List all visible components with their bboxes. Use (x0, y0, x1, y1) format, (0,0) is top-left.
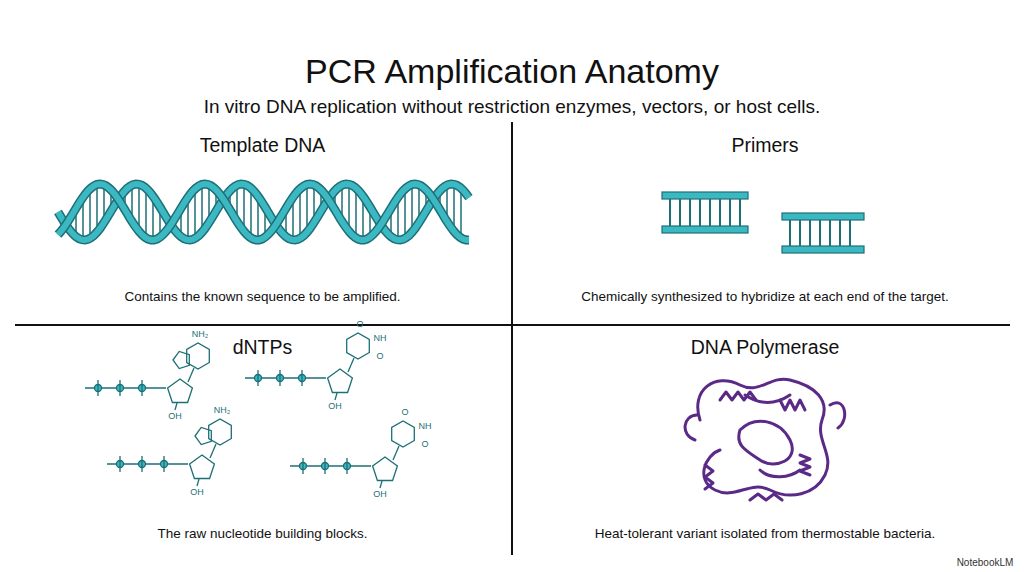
base-ring (187, 343, 210, 369)
backbone (58, 184, 469, 240)
sugar-ring (373, 457, 398, 481)
rung (799, 220, 801, 246)
panel-description: Heat-tolerant variant isolated from ther… (520, 526, 1010, 541)
sugar-ring (190, 455, 215, 479)
phosphate-bond (97, 380, 98, 396)
hydroxyl-bond (335, 393, 337, 400)
primer-rungs (670, 199, 850, 246)
divider (511, 122, 513, 555)
base-ring (173, 351, 189, 368)
base-pair (145, 188, 147, 238)
glycosidic-bond (393, 446, 399, 460)
base-pair (194, 189, 196, 239)
quadrant-panel: Template DNA Contains the known sequence … (20, 126, 505, 321)
panel-heading: Primers (520, 134, 1010, 157)
atom-label: OH (190, 487, 204, 497)
glycosidic-bond (348, 358, 354, 372)
panel-description: Chemically synthesized to hybridize at e… (520, 289, 1010, 304)
rung (819, 220, 821, 246)
rung (809, 220, 811, 246)
subtitle: In vitro DNA replication without restric… (0, 96, 1024, 118)
panel-description: The raw nucleotide building blocks. (20, 526, 505, 541)
phosphate-bond (324, 458, 325, 474)
panel-heading: Template DNA (20, 134, 505, 157)
glycosidic-bond (188, 368, 194, 382)
phosphate-bond (141, 456, 142, 472)
backbone (58, 184, 469, 240)
sugar-ring (168, 379, 193, 403)
phosphate-bond (302, 458, 303, 474)
atom-label: O (401, 407, 408, 417)
base-ring (209, 419, 232, 445)
atom-label: NH (419, 421, 432, 431)
glycosidic-bond (210, 444, 216, 458)
atom-label: O (356, 319, 363, 329)
polymerase (685, 379, 845, 500)
base-pair (355, 188, 357, 238)
atom-label: OH (373, 489, 387, 499)
base-ring (195, 427, 211, 444)
sugar-ring (328, 369, 353, 393)
panel-heading: dNTPs (20, 336, 505, 359)
primer (662, 192, 864, 253)
dna-helix (58, 184, 469, 240)
rung (719, 199, 721, 226)
phosphate-bond (301, 370, 302, 386)
rung (739, 199, 741, 226)
base-pair (460, 188, 462, 238)
rung (729, 199, 731, 226)
phosphate-bond (257, 370, 258, 386)
rung (709, 199, 711, 226)
atom-label: O (421, 439, 428, 449)
phosphate-bond (279, 370, 280, 386)
atom-label: NH₂ (214, 405, 231, 415)
panel-description: Contains the known sequence to be amplif… (20, 289, 505, 304)
quadrant-panel: DNA PolymeraseHeat-tolerant variant isol… (520, 330, 1010, 550)
atom-label: O (376, 351, 383, 361)
rung (689, 199, 691, 226)
base-ring (347, 333, 370, 359)
atom-label: NH₂ (192, 329, 209, 339)
phosphate-bond (163, 456, 164, 472)
atom-label: OH (328, 401, 342, 411)
divider (15, 324, 1010, 326)
atom-label: OH (168, 411, 182, 421)
rung (679, 199, 681, 226)
quadrant-panel: dNTPsThe raw nucleotide building blocks. (20, 330, 505, 550)
rung (699, 199, 701, 226)
atom-label: NH (374, 333, 387, 343)
base-pair (404, 189, 406, 239)
quadrant-panel: PrimersChemically synthesized to hybridi… (520, 126, 1010, 321)
rung (849, 220, 851, 246)
phosphate-bond (346, 458, 347, 474)
rung (789, 220, 791, 246)
hydroxyl-bond (197, 479, 199, 486)
base-pair (89, 189, 91, 239)
panel-heading: DNA Polymerase (520, 336, 1010, 359)
hydroxyl-bond (175, 403, 177, 410)
base-pair (299, 189, 301, 239)
rung (839, 220, 841, 246)
base-ring (392, 421, 415, 447)
rung (829, 220, 831, 246)
phosphate-bond (141, 380, 142, 396)
title: PCR Amplification Anatomy (0, 52, 1024, 91)
hydroxyl-bond (380, 481, 382, 488)
backbone (58, 184, 469, 240)
rung (669, 199, 671, 226)
backbone (58, 184, 469, 240)
base-pair (250, 188, 252, 238)
phosphate-bond (119, 380, 120, 396)
phosphate-bond (119, 456, 120, 472)
watermark: NotebookLM (957, 557, 1014, 568)
